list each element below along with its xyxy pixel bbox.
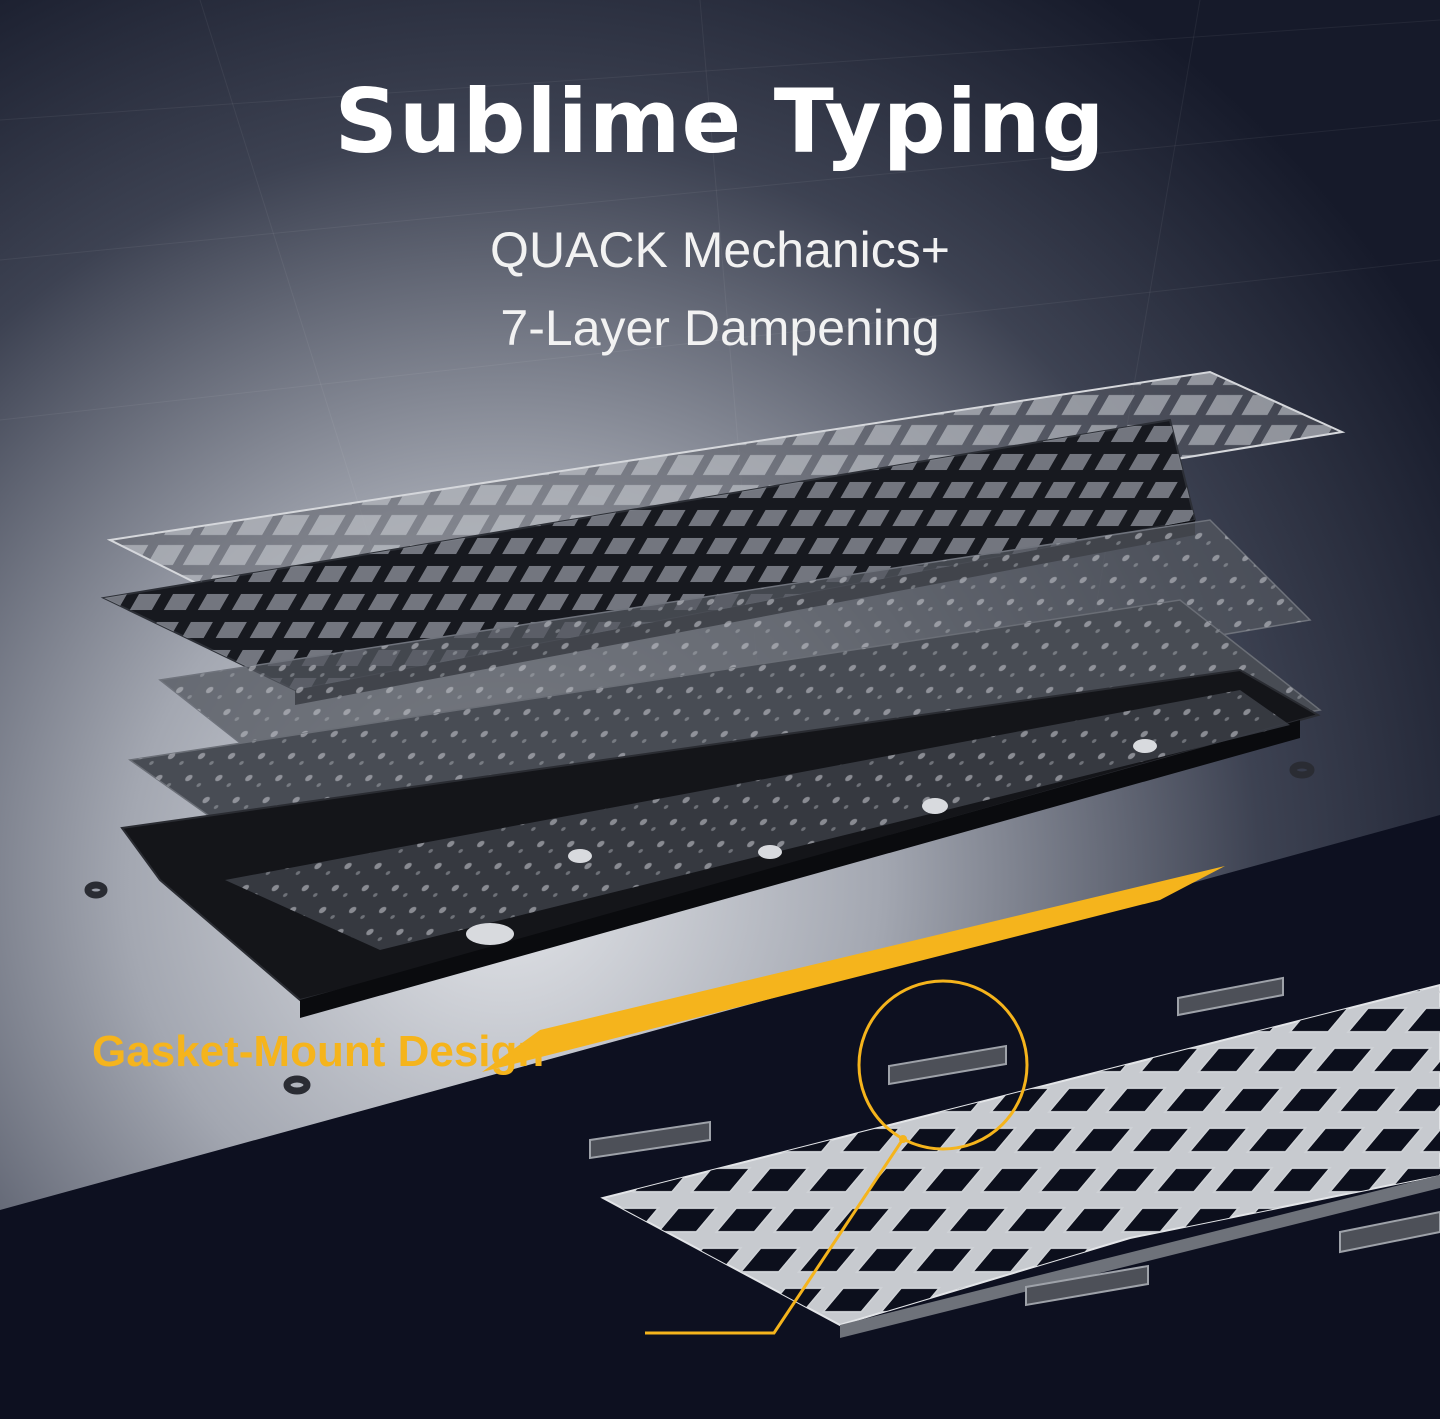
subtitle-line-2: 7-Layer Dampening (500, 300, 940, 356)
page-title: Sublime Typing (334, 70, 1106, 173)
subtitle-line-1: QUACK Mechanics+ (490, 222, 950, 278)
gasket-mount-label: Gasket-Mount Design (92, 1027, 545, 1076)
